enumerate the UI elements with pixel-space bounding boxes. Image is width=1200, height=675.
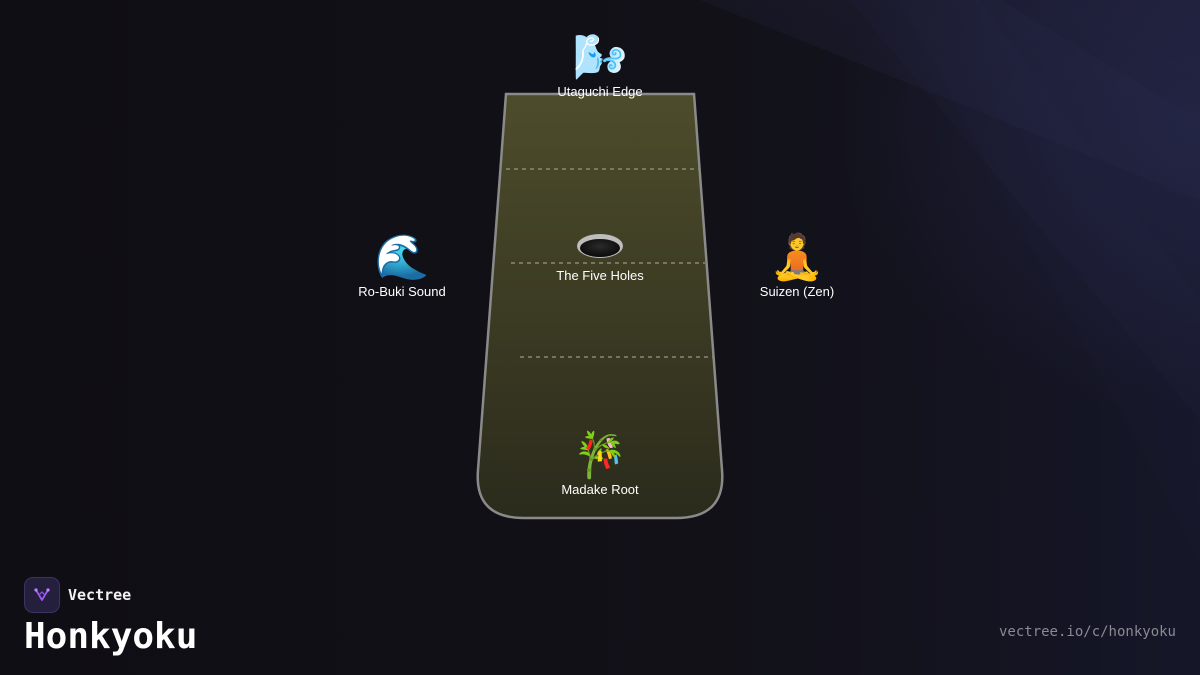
node-label: Suizen (Zen): [759, 284, 835, 299]
node-five-holes: The Five Holes: [510, 232, 690, 283]
node-label: Utaguchi Edge: [557, 84, 643, 99]
node-label: Ro-Buki Sound: [358, 284, 446, 299]
hole-icon: [577, 234, 623, 258]
node-label: Madake Root: [561, 482, 639, 497]
wave-icon: 🌊: [374, 232, 430, 283]
node-ro-buki-sound: 🌊 Ro-Buki Sound: [312, 232, 492, 300]
wind-icon: 🌬️: [572, 32, 628, 83]
page-title: Honkyoku: [24, 616, 198, 657]
vectree-logo-icon[interactable]: [24, 577, 60, 613]
node-utaguchi-edge: 🌬️ Utaguchi Edge: [510, 32, 690, 100]
node-madake-root: 🎋 Madake Root: [510, 430, 690, 498]
footer-url[interactable]: vectree.io/c/honkyoku: [998, 624, 1176, 640]
flute-tube: [476, 92, 724, 520]
brand-name[interactable]: Vectree: [68, 586, 132, 604]
bamboo-icon: 🎋: [572, 430, 628, 481]
node-suizen-zen: 🧘 Suizen (Zen): [707, 232, 887, 300]
brand-block: Vectree Honkyoku: [24, 577, 197, 657]
meditation-icon: 🧘: [769, 232, 825, 283]
node-label: The Five Holes: [556, 268, 644, 283]
